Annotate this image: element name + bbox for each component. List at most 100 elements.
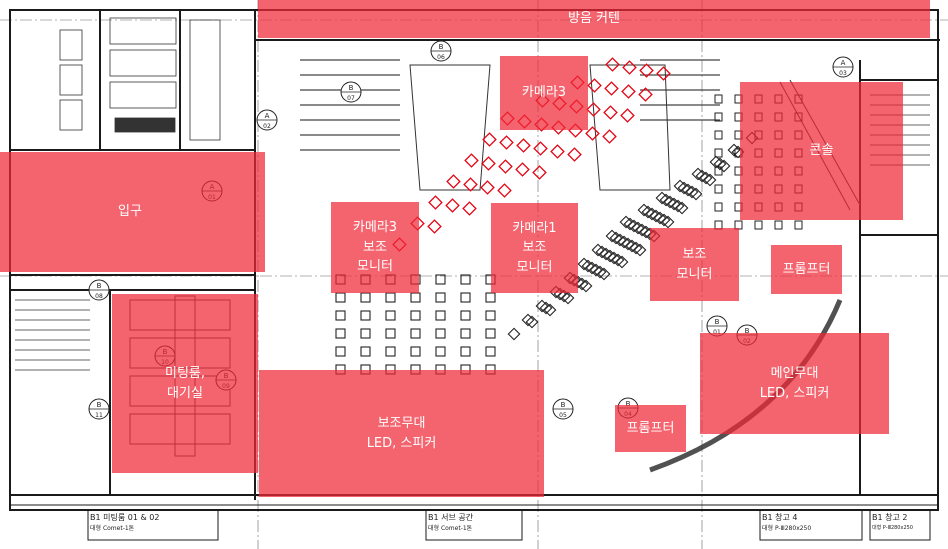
room-label-sub-space: B1 서브 공간 대형 Comet-1톤 bbox=[428, 513, 474, 532]
zone-prompter-center: 프롬프터 bbox=[615, 405, 686, 452]
light-fixture bbox=[446, 174, 461, 189]
light-fixture bbox=[550, 144, 565, 159]
light-fixture bbox=[516, 138, 531, 153]
chair bbox=[714, 184, 723, 194]
svg-text:B: B bbox=[626, 400, 631, 408]
svg-text:B: B bbox=[745, 327, 750, 335]
light-fixture bbox=[463, 177, 478, 192]
light-fixture bbox=[639, 63, 654, 78]
chair bbox=[385, 328, 396, 339]
section-marker: B05 bbox=[552, 398, 574, 420]
seat bbox=[579, 279, 593, 293]
light-fixture bbox=[532, 165, 547, 180]
chair bbox=[714, 166, 723, 176]
zone-meeting-room: 미팅룸, 대기실 bbox=[112, 294, 258, 473]
zone-main-stage: 메인무대 LED, 스피커 bbox=[700, 333, 889, 434]
room-label-storage4: B1 창고 4 대형 P-Ⅲ280x250 bbox=[762, 513, 812, 532]
section-marker: B11 bbox=[88, 398, 110, 420]
light-fixture bbox=[604, 81, 619, 96]
light-fixture bbox=[586, 102, 601, 117]
chair bbox=[360, 328, 371, 339]
light-fixture bbox=[482, 132, 497, 147]
chair bbox=[385, 346, 396, 357]
chair bbox=[460, 328, 471, 339]
chair bbox=[485, 328, 496, 339]
section-marker: A 02 bbox=[256, 109, 278, 131]
camera-track-frames bbox=[409, 64, 671, 191]
chair bbox=[435, 328, 446, 339]
chair bbox=[774, 220, 783, 230]
zone-camera3: 카메라3 bbox=[500, 56, 588, 130]
zone-sub-stage: 보조무대 LED, 스피커 bbox=[259, 370, 544, 497]
seat bbox=[661, 215, 675, 229]
svg-text:06: 06 bbox=[437, 54, 445, 61]
svg-text:08: 08 bbox=[95, 293, 103, 300]
light-fixture bbox=[498, 159, 513, 174]
chair bbox=[410, 310, 421, 321]
chair bbox=[335, 346, 346, 357]
chair bbox=[794, 220, 803, 230]
section-marker: B 07 bbox=[340, 81, 362, 103]
light-fixture bbox=[638, 87, 653, 102]
seat bbox=[689, 187, 703, 201]
chair bbox=[360, 346, 371, 357]
svg-text:A: A bbox=[265, 112, 270, 120]
svg-text:07: 07 bbox=[347, 95, 355, 102]
svg-text:A: A bbox=[841, 59, 846, 67]
room-label-meeting: B1 미팅룸 01 & 02 대형 Comet-1톤 bbox=[90, 513, 160, 532]
light-fixture bbox=[445, 198, 460, 213]
chair bbox=[360, 292, 371, 303]
chair bbox=[460, 346, 471, 357]
zone-camera3-monitor: 카메라3 보조 모니터 bbox=[331, 202, 419, 293]
seat bbox=[525, 315, 539, 329]
svg-text:B: B bbox=[439, 43, 444, 51]
svg-text:B: B bbox=[349, 84, 354, 92]
light-fixture bbox=[427, 219, 442, 234]
light-fixture bbox=[605, 57, 620, 72]
svg-text:05: 05 bbox=[559, 412, 567, 419]
room-label-storage2: B1 창고 2 대형 P-Ⅲ280x250 bbox=[872, 513, 913, 531]
seat bbox=[615, 255, 629, 269]
chair bbox=[485, 346, 496, 357]
light-fixture bbox=[620, 108, 635, 123]
chair bbox=[435, 292, 446, 303]
zone-prompter-right: 프롬프터 bbox=[771, 245, 842, 294]
light-fixture bbox=[428, 195, 443, 210]
seat bbox=[597, 267, 611, 281]
light-fixture bbox=[462, 201, 477, 216]
chair bbox=[410, 346, 421, 357]
light-fixture bbox=[602, 129, 617, 144]
chair bbox=[714, 148, 723, 158]
svg-text:B: B bbox=[715, 318, 720, 326]
light-fixture bbox=[603, 105, 618, 120]
chair bbox=[335, 328, 346, 339]
section-marker: B 06 bbox=[430, 40, 452, 62]
chair bbox=[360, 310, 371, 321]
seat bbox=[543, 303, 557, 317]
chair bbox=[460, 274, 471, 285]
chair bbox=[385, 292, 396, 303]
light-fixture bbox=[497, 183, 512, 198]
chair bbox=[460, 292, 471, 303]
seat bbox=[717, 159, 731, 173]
chair bbox=[460, 310, 471, 321]
chair bbox=[485, 292, 496, 303]
section-marker: B08 bbox=[88, 279, 110, 301]
diagonal-seating-rows bbox=[507, 131, 759, 341]
section-marker: A03 bbox=[832, 56, 854, 78]
chair bbox=[435, 274, 446, 285]
title-strip bbox=[10, 504, 938, 541]
seat bbox=[675, 201, 689, 215]
chair bbox=[714, 112, 723, 122]
seat bbox=[633, 243, 647, 257]
light-fixture bbox=[533, 141, 548, 156]
chair bbox=[714, 202, 723, 212]
light-fixture bbox=[481, 156, 496, 171]
chair bbox=[714, 130, 723, 140]
svg-text:02: 02 bbox=[263, 123, 271, 130]
zone-aux-monitor: 보조 모니터 bbox=[650, 228, 739, 301]
light-fixture bbox=[515, 162, 530, 177]
chair bbox=[410, 328, 421, 339]
seat bbox=[561, 291, 575, 305]
light-fixture bbox=[621, 84, 636, 99]
